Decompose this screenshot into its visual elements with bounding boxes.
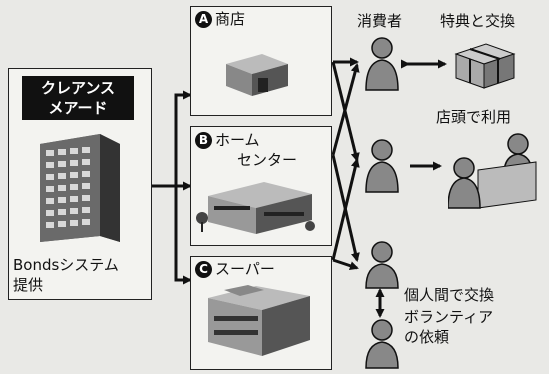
- consumer-person-icon-2: [365, 139, 399, 193]
- small-shop-icon: [226, 54, 288, 96]
- consumer-person-icon-1: [365, 37, 399, 91]
- gift-exchange-label: 特典と交換: [440, 12, 516, 30]
- store-b-label-line1: ホーム: [215, 131, 260, 149]
- provider-name-badge: クレアンス メアード: [22, 76, 134, 120]
- home-center-icon: [196, 182, 315, 234]
- store-a-marker: A: [195, 11, 212, 28]
- store-b-label-line2: センター: [237, 151, 298, 169]
- store-to-consumer-arrows: [331, 57, 360, 271]
- provider-desc-line2: 提供: [13, 276, 44, 294]
- provider-name-line1: クレアンス: [40, 79, 116, 97]
- store-c-label: スーパー: [215, 260, 275, 278]
- in-store-use-label: 店頭で利用: [436, 108, 512, 126]
- store-counter-icon: [448, 133, 537, 209]
- store-b-marker: B: [195, 132, 212, 149]
- store-c-marker: C: [195, 261, 212, 278]
- outcome-arrows: [375, 59, 447, 318]
- volunteer-label-line1: ボランティア: [404, 308, 494, 326]
- supermarket-icon: [208, 285, 310, 356]
- office-building-icon: [40, 134, 120, 242]
- consumer-person-icon-3: [365, 241, 399, 289]
- gift-box-icon: [454, 43, 516, 89]
- p2p-exchange-label: 個人間で交換: [404, 286, 495, 304]
- consumers-header: 消費者: [357, 12, 403, 30]
- provider-name-line2: メアード: [48, 99, 108, 117]
- store-a-label: 商店: [215, 10, 246, 28]
- consumer-person-icon-4: [365, 319, 399, 369]
- provider-desc-line1: Bondsシステム: [13, 256, 119, 274]
- left-to-stores-arrows: [150, 90, 192, 285]
- volunteer-label-line2: の依頼: [404, 328, 450, 346]
